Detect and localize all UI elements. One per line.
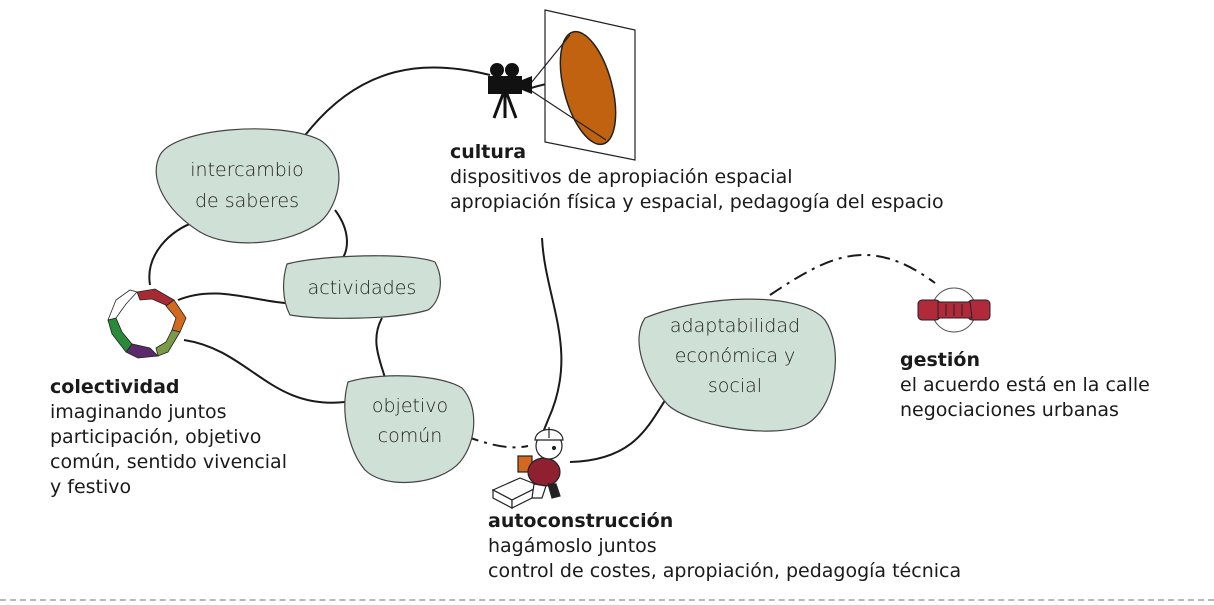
blob-label: común [378, 425, 443, 447]
link-colectividad-actividades [177, 292, 286, 304]
blob-actividades: actividades [283, 255, 441, 319]
node-line: hagámoslo juntos [488, 535, 657, 558]
node-colectividad: colectividad imaginando juntos participa… [50, 375, 287, 500]
node-line: apropiación física y espacial, pedagogía… [450, 191, 944, 214]
link-intercambio-actividades [334, 209, 348, 263]
blob-label: económica y [675, 345, 796, 367]
node-gestion: gestión el acuerdo está en la calle nego… [900, 348, 1150, 423]
handshake-icon [917, 287, 991, 333]
link-colectividad-intercambio [148, 221, 196, 286]
construction-worker-icon [491, 427, 564, 509]
blob-label: de saberes [195, 190, 299, 212]
blob-intercambio: intercambio de saberes [155, 128, 340, 244]
link-adaptabilidad-gestion [769, 253, 936, 296]
node-line: imaginando juntos [50, 401, 227, 424]
node-title: cultura [450, 141, 527, 163]
node-title: gestión [900, 349, 980, 371]
link-intercambio-cultura [299, 66, 491, 143]
node-line: y festivo [50, 476, 132, 499]
link-cultura-autoconstruccion [537, 237, 563, 456]
node-autoconstruccion: autoconstrucción hagámoslo juntos contro… [488, 509, 961, 584]
node-title: autoconstrucción [488, 510, 674, 532]
link-colectividad-objetivo [183, 339, 346, 404]
blob-label: social [708, 375, 762, 397]
film-camera-projecting-icon [488, 9, 636, 161]
link-autoconstruccion-adaptabilidad [569, 389, 673, 463]
linked-hands-ring-icon [107, 288, 187, 359]
node-title: colectividad [50, 376, 180, 398]
node-cultura: cultura dispositivos de apropiación espa… [450, 140, 944, 215]
node-line: participación, objetivo [50, 426, 262, 449]
blob-label: adaptabilidad [670, 315, 800, 337]
node-line: el acuerdo está en la calle [900, 374, 1150, 397]
blob-objetivo: objetivo común [344, 375, 475, 484]
node-line: control de costes, apropiación, pedagogí… [488, 560, 962, 583]
blob-label: actividades [308, 277, 417, 299]
bottom-divider [0, 599, 1214, 601]
blob-label: intercambio [190, 159, 303, 181]
link-objetivo-autoconstruccion [464, 435, 529, 449]
node-line: dispositivos de apropiación espacial [450, 166, 793, 189]
node-line: negociaciones urbanas [900, 399, 1119, 422]
node-line: común, sentido vivencial [50, 451, 287, 474]
link-actividades-objetivo [375, 317, 386, 379]
blob-adaptabilidad: adaptabilidad económica y social [638, 298, 836, 432]
blob-label: objetivo [372, 395, 448, 417]
